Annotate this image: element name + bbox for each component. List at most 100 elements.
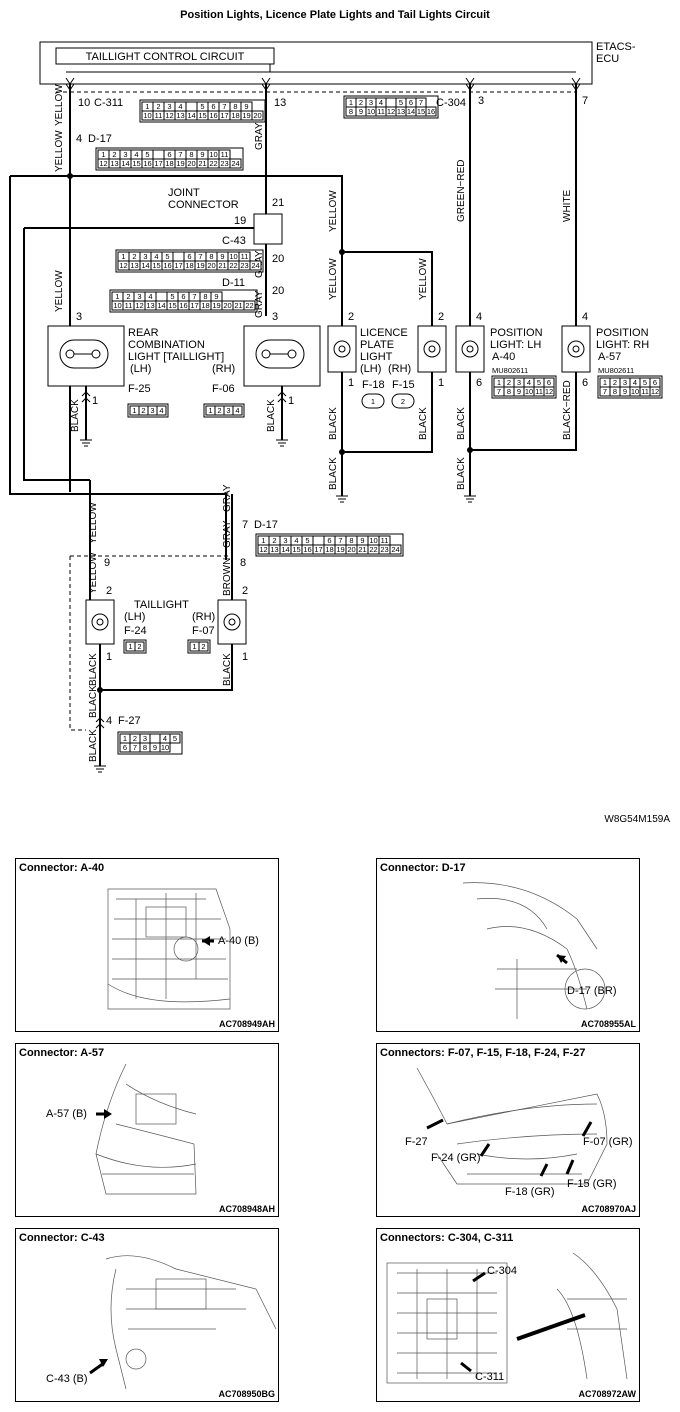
connector-pin-label: 9 [220, 252, 224, 261]
pin-7-ecu: 7 [582, 95, 588, 107]
connector-pin-label: 22 [209, 159, 217, 168]
connector-pin-label: 12 [651, 387, 659, 396]
pin-2-lic-rh: 2 [438, 311, 444, 323]
wire-label-black: BLACK [266, 399, 277, 432]
wire-label-black: BLACK [70, 399, 81, 432]
connector-d17-label-2: D-17 [254, 519, 278, 531]
connector-f15-icon: 2 [391, 393, 415, 409]
pin-1-tl-lh: 1 [106, 651, 112, 663]
connector-pin-label: 4 [159, 406, 163, 415]
locator-panel-a57: Connector: A-57 A-57 (B) AC708948AH [15, 1043, 279, 1217]
connector-pin-label: 19 [242, 111, 250, 120]
callout-label: C-43 (B) [46, 1373, 88, 1385]
connector-pin-label: 21 [234, 301, 242, 310]
wire-label-yellow: YELLOW [418, 258, 429, 300]
connector-pin-label: 10 [161, 743, 169, 752]
connector-pin-label: 16 [143, 159, 151, 168]
pin-19: 19 [234, 215, 246, 227]
connector-pin-cell [389, 544, 402, 555]
connector-pin-label: 6 [653, 378, 657, 387]
locator-panels: Connector: A-40 A-40 (B) AC708949AH Conn… [0, 856, 680, 1412]
licence-light-rh [417, 325, 447, 373]
bulb-icon [461, 340, 479, 358]
connector-f25-label: F-25 [128, 383, 151, 395]
pin-4-d17: 4 [76, 133, 82, 145]
connector-pin-label: 2 [401, 397, 405, 406]
wire-label-white: WHITE [562, 189, 573, 222]
connector-d11-label: D-11 [222, 277, 245, 289]
connector-pin-label: 2 [126, 292, 130, 301]
connector-pin-label: 3 [123, 150, 127, 159]
locator-panel-a40: Connector: A-40 A-40 (B) AC708949AH [15, 858, 279, 1032]
wiring-diagram: Position Lights, Licence Plate Lights an… [9, 9, 670, 825]
connector-pin-label: 7 [133, 743, 137, 752]
taillight-control-circuit-box [55, 47, 275, 65]
wire-label-yellow: YELLOW [328, 258, 339, 300]
wire-label-black: BLACK [88, 685, 99, 718]
connector-pin-label: 6 [409, 98, 413, 107]
connector-pin-label: 24 [391, 545, 399, 554]
connector-pin-label: 12 [135, 301, 143, 310]
connector-pin-label: 18 [185, 261, 193, 270]
connector-pin-label: 3 [623, 378, 627, 387]
connector-pin-cell [243, 300, 256, 311]
connector-pin-label: 15 [132, 159, 140, 168]
joint-connector-label-2: CONNECTOR [168, 199, 239, 211]
connector-c43-label: C-43 [222, 235, 246, 247]
connector-outline [597, 375, 663, 399]
connector-pin-label: 6 [187, 252, 191, 261]
pin-2-tl-rh: 2 [242, 585, 248, 597]
connector-pin-label: 5 [399, 98, 403, 107]
connector-pin-label: 4 [294, 536, 298, 545]
connector-c304-label: C-304 [436, 97, 466, 109]
panel-code: AC708970AJ [581, 1204, 636, 1214]
connector-pin-label: 12 [259, 545, 267, 554]
connector-pin-label: 13 [176, 111, 184, 120]
callout-label: A-57 (B) [46, 1108, 87, 1120]
connector-pin-label: 19 [212, 301, 220, 310]
connector-mu-label: MU802611 [598, 366, 634, 375]
panel-title: Connector: D-17 [380, 862, 466, 874]
connector-outline [203, 403, 245, 418]
connector-outline [343, 95, 439, 119]
connector-f07-label: F-07 [192, 625, 215, 637]
connector-pin-label: 3 [137, 292, 141, 301]
connector-pin-label: 13 [110, 159, 118, 168]
taillight-label: TAILLIGHT [134, 599, 189, 611]
connector-pin-label: 8 [143, 743, 147, 752]
connector-pin-label: 4 [235, 406, 239, 415]
circuit-wires [9, 84, 577, 766]
connector-pin-label: 9 [153, 743, 157, 752]
diagram-code: W8G54M159A [604, 814, 670, 825]
connector-outline [491, 375, 557, 399]
connector-pin-cell [251, 110, 264, 121]
bulb-icon [423, 340, 441, 358]
connector-pin-label: 3 [167, 102, 171, 111]
connector-pin-cell [232, 405, 243, 416]
wire-label-yellow: YELLOW [328, 190, 339, 232]
connector-pin-label: 9 [214, 292, 218, 301]
pin-1-tl-rh: 1 [242, 651, 248, 663]
connector-f15-label: F-15 [392, 379, 415, 391]
connector-pin-label: 11 [381, 536, 389, 545]
connector-pin-label: 2 [201, 642, 205, 651]
connector-pin-label: 1 [145, 102, 149, 111]
connector-mu-label: MU802611 [492, 366, 528, 375]
connector-pin-label: 14 [407, 107, 415, 116]
connector-pin-label: 4 [527, 378, 531, 387]
connector-pin-label: 8 [209, 252, 213, 261]
connector-pin-label: 1 [261, 536, 265, 545]
ecu-label-1: ETACS- [596, 41, 636, 53]
connector-pin-label: 1 [101, 150, 105, 159]
wire-label-yellow: YELLOW [88, 552, 99, 594]
connector-pin-label: 3 [150, 406, 154, 415]
connector-pin-label: 13 [270, 545, 278, 554]
connector-pin-label: 2 [156, 102, 160, 111]
pin-20-joint: 20 [272, 253, 284, 265]
rear-combo-light-lh [47, 325, 125, 387]
rear-combo-label-2: COMBINATION [128, 339, 205, 351]
connector-pin-label: 2 [141, 406, 145, 415]
